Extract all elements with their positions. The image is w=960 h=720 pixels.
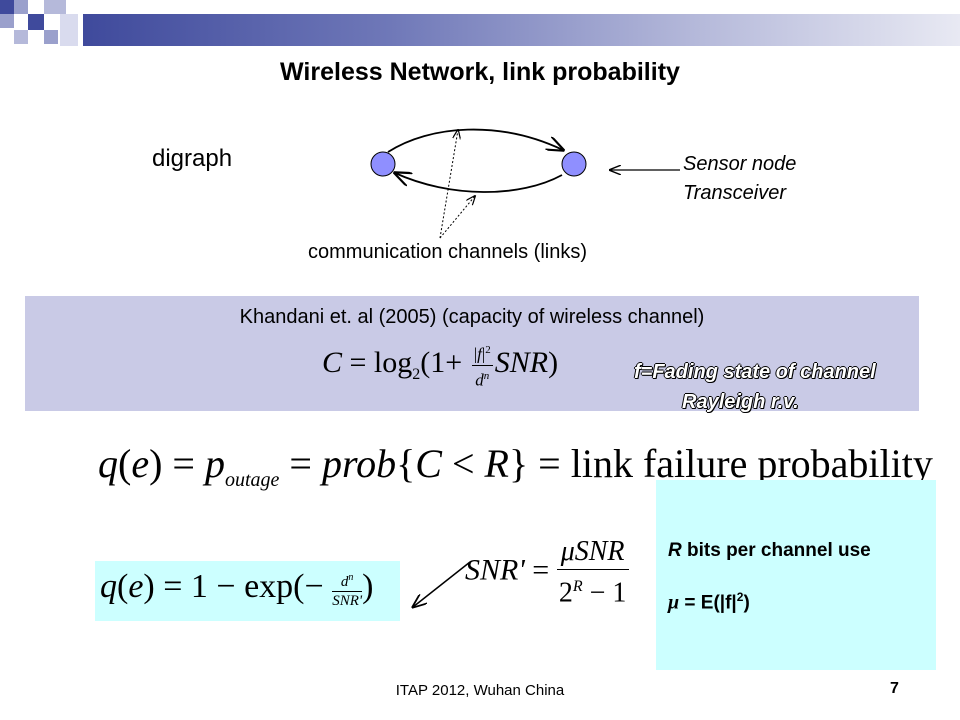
citation-text: Khandani et. al (2005) (capacity of wire…	[239, 306, 705, 328]
rate-text: bits per channel use	[687, 540, 871, 561]
page-number: 7	[890, 680, 899, 697]
snr-prime-formula: SNR' = μSNR 2R − 1	[465, 535, 629, 610]
mu-line: μ = E(|f|2)	[668, 590, 750, 614]
info-box: R bits per channel use μ = E(|f|2)	[656, 480, 936, 670]
upper-link-edge	[387, 128, 563, 153]
rate-line: R bits per channel use	[668, 540, 871, 562]
rate-variable: R	[668, 540, 682, 561]
channel-pointer-2	[439, 196, 475, 239]
footer-text: ITAP 2012, Wuhan China	[395, 682, 565, 699]
outage-formula: q(e) = poutage = prob{C < R} = link fail…	[98, 441, 933, 491]
lower-link-edge	[395, 173, 563, 193]
capacity-panel: Khandani et. al (2005) (capacity of wire…	[25, 296, 919, 411]
capacity-formula: C = log2(1+ |f|2 dn SNR)	[322, 340, 558, 390]
transceiver-label: Transceiver	[683, 182, 786, 204]
mu-text: = E(|f|	[679, 592, 737, 614]
sensor-node-label: Sensor node	[683, 153, 797, 175]
left-node	[370, 151, 396, 177]
right-node	[561, 151, 587, 177]
channels-label: communication channels (links)	[308, 241, 588, 263]
mu-symbol: μ	[668, 591, 680, 614]
q-exp-formula: q(e) = 1 − exp(− dn SNR' )	[100, 568, 374, 609]
rayleigh-label: Rayleigh r.v.	[682, 391, 799, 413]
digraph-label: digraph	[152, 145, 233, 172]
digraph-diagram	[370, 0, 680, 239]
slide-title: Wireless Network, link probability	[280, 58, 680, 86]
title-bar	[83, 14, 960, 46]
fading-label: f=Fading state of channel	[634, 361, 876, 383]
